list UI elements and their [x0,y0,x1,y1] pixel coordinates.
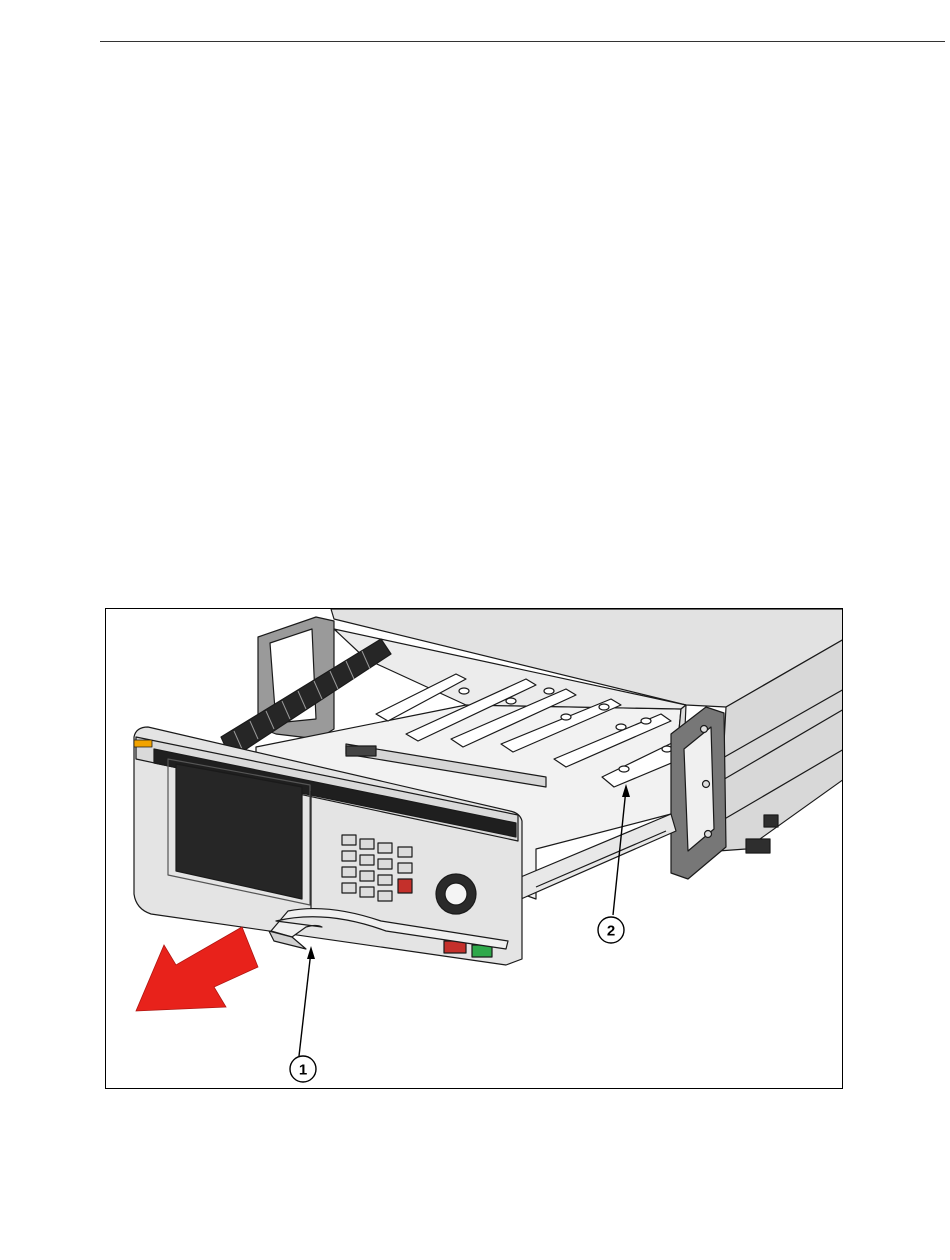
callout-2-number: 2 [607,923,615,940]
chassis-foot [746,839,770,853]
chassis-foot [764,815,778,827]
brand-logo [134,740,152,747]
callout-1-leader [299,951,311,1056]
callout-1-number: 1 [299,1062,307,1079]
figure-frame: 1 2 [105,608,843,1089]
page-header-rule [100,41,945,42]
pull-direction-arrow [136,927,258,1011]
drawer-illustration: 1 2 [106,609,843,1089]
